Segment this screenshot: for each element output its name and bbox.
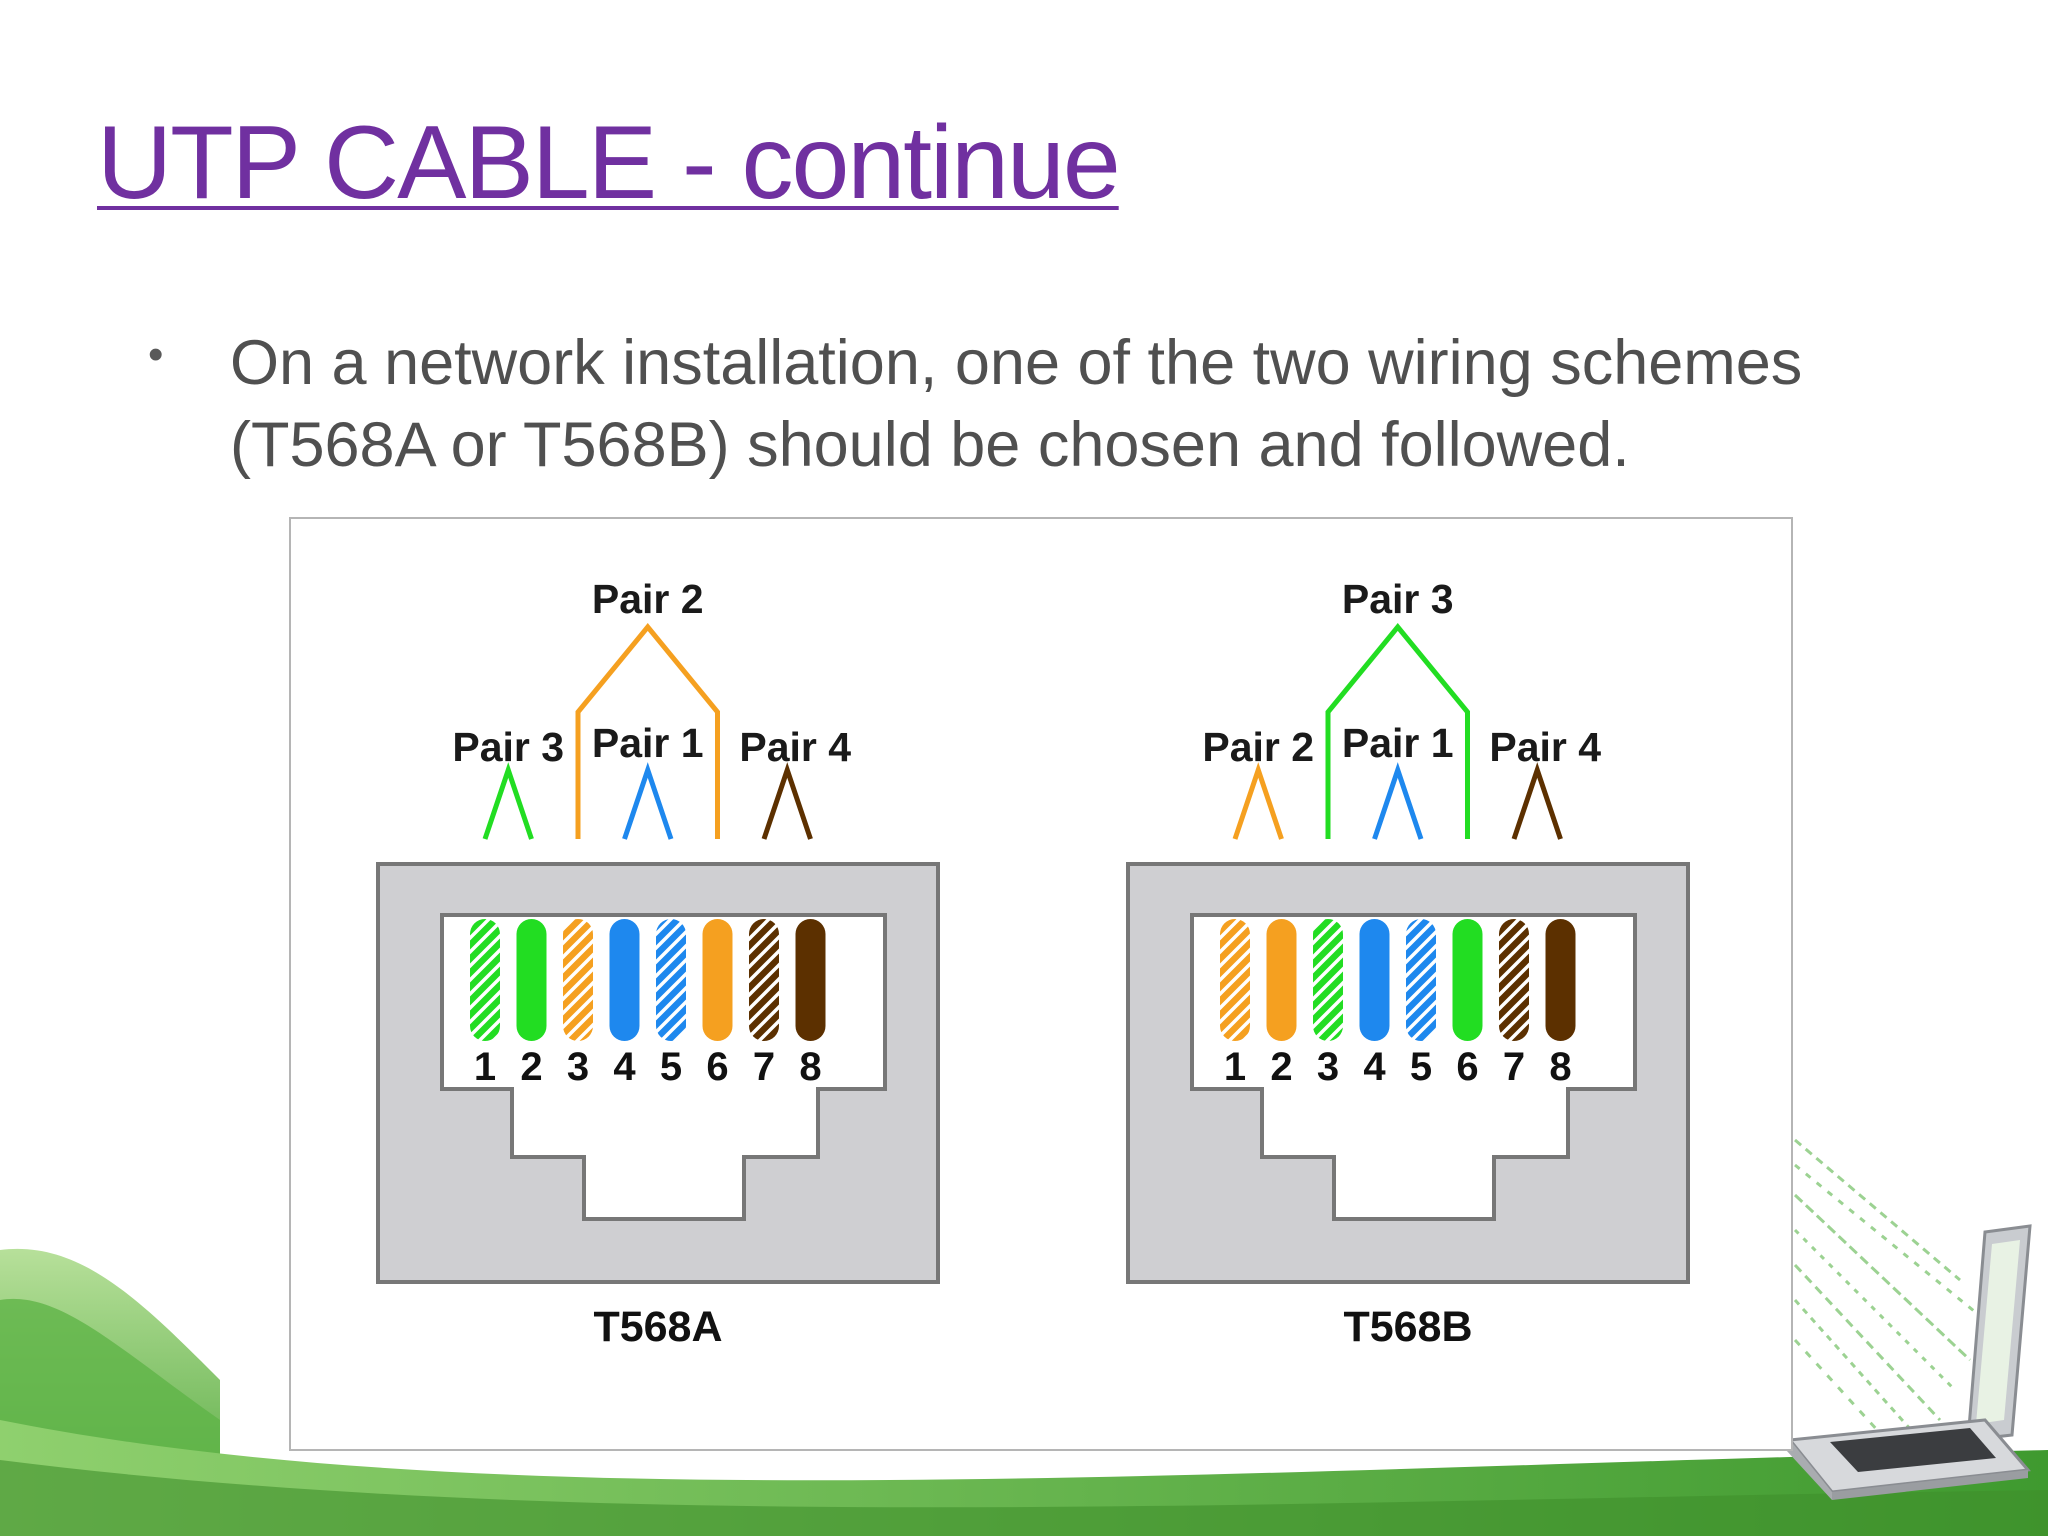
data-stream-decoration — [1793, 1138, 1986, 1457]
slide-title: UTP CABLE - continue — [97, 105, 1121, 221]
pin-4-label: 4 — [613, 1045, 636, 1089]
green-swoosh-decoration — [0, 1248, 2048, 1536]
pair-right-wire — [761, 762, 813, 840]
pin-6-label: 6 — [706, 1045, 728, 1089]
pin-8-wire — [1545, 919, 1576, 1041]
bullet-text: On a network installation, one of the tw… — [230, 328, 1803, 480]
standard-label: T568B — [1343, 1303, 1472, 1351]
pin-4-label: 4 — [1363, 1045, 1386, 1089]
laptop-image — [1786, 1224, 2032, 1500]
pin-7-label: 7 — [753, 1045, 775, 1089]
pin-1-wire — [470, 919, 500, 1041]
pin-8-wire — [795, 919, 826, 1041]
pin-2-wire — [1266, 919, 1297, 1041]
pin-3-label: 3 — [567, 1045, 589, 1089]
pin-8-label: 8 — [1549, 1045, 1571, 1089]
pin-1-label: 1 — [474, 1045, 496, 1089]
pin-5-wire — [656, 919, 686, 1041]
pair-top-wire — [575, 623, 720, 839]
pin-2-label: 2 — [520, 1045, 542, 1089]
pin-7-wire — [749, 919, 779, 1041]
pin-7-wire — [1499, 919, 1529, 1041]
pin-2-label: 2 — [1270, 1045, 1292, 1089]
pin-3-wire — [563, 919, 593, 1041]
pin-4-wire — [1359, 919, 1390, 1041]
pin-3-wire — [1313, 919, 1343, 1041]
pair-center-wire — [622, 762, 674, 840]
pair-top-label: Pair 3 — [1342, 576, 1454, 622]
pair-right-label: Pair 4 — [739, 724, 851, 770]
pin-8-label: 8 — [799, 1045, 821, 1089]
pin-2-wire — [516, 919, 547, 1041]
pair-left-label: Pair 3 — [452, 724, 564, 770]
pair-top-label: Pair 2 — [592, 576, 704, 622]
pin-4-wire — [609, 919, 640, 1041]
pair-right-label: Pair 4 — [1489, 724, 1601, 770]
pair-center-label: Pair 1 — [1342, 720, 1454, 766]
pin-5-label: 5 — [1410, 1045, 1432, 1089]
bullet-dot-icon: • — [148, 330, 164, 379]
pin-3-label: 3 — [1317, 1045, 1339, 1089]
pin-1-label: 1 — [1224, 1045, 1246, 1089]
pair-left-wire — [482, 762, 534, 840]
pin-6-label: 6 — [1456, 1045, 1478, 1089]
pin-7-label: 7 — [1503, 1045, 1525, 1089]
pair-right-wire — [1511, 762, 1563, 840]
pin-5-label: 5 — [660, 1045, 682, 1089]
pair-top-wire — [1325, 623, 1470, 839]
pair-left-label: Pair 2 — [1202, 724, 1314, 770]
pin-1-wire — [1220, 919, 1250, 1041]
pair-center-label: Pair 1 — [592, 720, 704, 766]
pin-6-wire — [702, 919, 733, 1041]
pair-center-wire — [1372, 762, 1424, 840]
pin-5-wire — [1406, 919, 1436, 1041]
standard-label: T568A — [593, 1303, 722, 1351]
pin-6-wire — [1452, 919, 1483, 1041]
pair-left-wire — [1232, 762, 1284, 840]
